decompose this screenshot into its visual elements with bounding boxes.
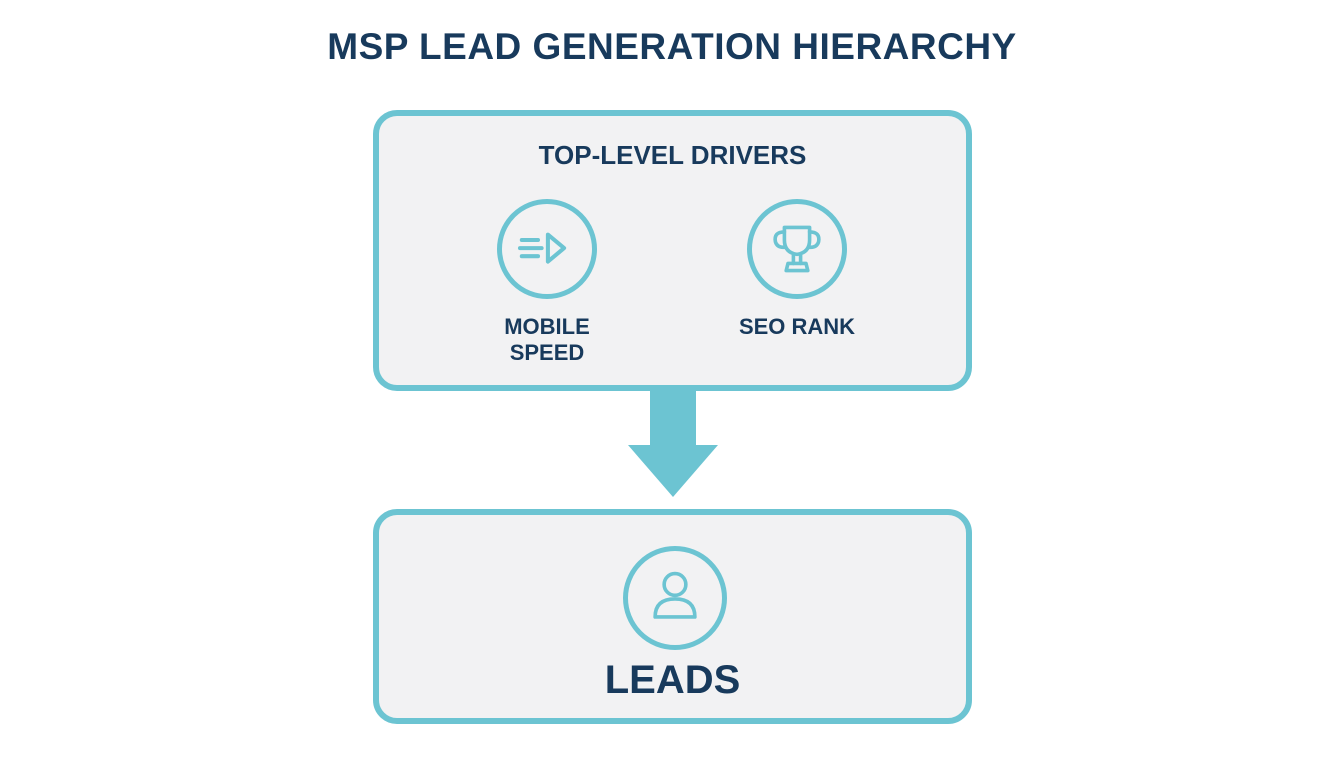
top-level-drivers-heading: TOP-LEVEL DRIVERS	[538, 140, 807, 170]
leads-box: LEADS	[373, 509, 972, 724]
top-level-drivers-box: TOP-LEVEL DRIVERS MOBILE SPEED S	[373, 110, 972, 391]
trophy-icon	[747, 199, 847, 299]
fast-forward-icon	[497, 199, 597, 299]
mobile-speed-label-line1: MOBILE	[504, 314, 590, 339]
leads-label: LEADS	[604, 658, 741, 702]
diagram-title: MSP LEAD GENERATION HIERARCHY	[327, 26, 1017, 67]
mobile-speed-label-line2: SPEED	[509, 340, 585, 365]
down-arrow	[628, 391, 718, 497]
mobile-speed-label: MOBILE SPEED	[467, 314, 627, 366]
seo-rank-label: SEO RANK	[738, 314, 856, 339]
user-icon	[623, 546, 727, 650]
